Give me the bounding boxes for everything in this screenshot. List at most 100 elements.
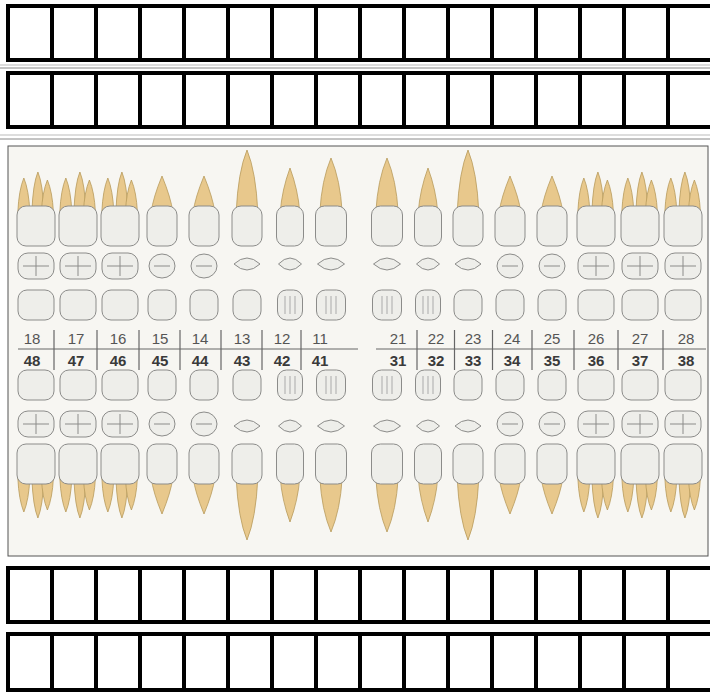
chart-cell (360, 568, 404, 622)
lingual-view (665, 290, 701, 320)
tooth (316, 158, 347, 320)
lingual-view (102, 290, 138, 320)
occlusal-view (497, 254, 523, 278)
tooth-root (280, 168, 299, 212)
lingual-view (60, 370, 96, 400)
occlusal-groove (196, 424, 212, 425)
tooth (495, 176, 525, 320)
occlusal-groove (502, 266, 518, 267)
chart-cell (184, 73, 228, 127)
occlusal-groove (583, 414, 609, 434)
occlusal-groove (107, 414, 133, 434)
tooth-crown (101, 206, 139, 246)
occlusal-groove (670, 256, 696, 276)
occlusal-view (234, 258, 260, 270)
occlusal-view (102, 411, 138, 437)
tooth-root (418, 168, 437, 212)
tooth-number: 13 (234, 330, 251, 348)
number-separator (220, 330, 221, 370)
lingual-view (148, 370, 176, 400)
chart-cell (624, 73, 668, 127)
box-row (8, 568, 710, 622)
tooth-crown (147, 206, 177, 246)
number-separator (179, 330, 180, 370)
chart-cell (448, 73, 492, 127)
lingual-view (190, 370, 218, 400)
occlusal-view (374, 420, 401, 432)
chart-cell (536, 73, 580, 127)
tooth-crown (453, 206, 483, 246)
tooth-number: 25 (544, 330, 561, 348)
lingual-view (278, 290, 303, 320)
chart-cell (492, 6, 536, 60)
tooth (189, 370, 219, 514)
box-row (8, 6, 710, 60)
chart-cell (360, 634, 404, 690)
chart-cell (228, 634, 272, 690)
occlusal-view (665, 253, 701, 279)
chart-cell (360, 73, 404, 127)
occlusal-groove (154, 424, 170, 425)
lingual-ridge (285, 296, 295, 314)
tooth-crown (495, 206, 525, 246)
tooth (664, 172, 702, 320)
chart-cell (184, 568, 228, 622)
chart-cell (492, 73, 536, 127)
tooth-crown (577, 444, 615, 484)
tooth-number: 18 (24, 330, 41, 348)
occlusal-view (665, 411, 701, 437)
occlusal-view (497, 412, 523, 436)
chart-cell (580, 634, 624, 690)
tooth (621, 172, 659, 320)
tooth-number: 45 (152, 352, 169, 370)
tooth-number: 33 (465, 352, 482, 370)
tooth-number: 12 (274, 330, 291, 348)
tooth-number: 27 (632, 330, 649, 348)
tooth-crown (17, 444, 55, 484)
chart-cell (184, 6, 228, 60)
tooth-number: 21 (390, 330, 407, 348)
chart-cell (580, 568, 624, 622)
lingual-ridge (382, 296, 392, 314)
tooth (277, 168, 304, 320)
tooth-number: 34 (504, 352, 521, 370)
lingual-view (102, 370, 138, 400)
lingual-view (60, 290, 96, 320)
occlusal-view (149, 254, 175, 278)
tooth-crown (189, 206, 219, 246)
occlusal-view (417, 420, 440, 432)
occlusal-groove (65, 414, 91, 434)
tooth (537, 176, 567, 320)
tooth-crown (147, 444, 177, 484)
tooth-crown (59, 206, 97, 246)
occlusal-view (191, 254, 217, 278)
occlusal-groove (670, 414, 696, 434)
tooth (147, 176, 177, 320)
number-separator (617, 330, 618, 370)
number-rule (18, 349, 358, 350)
chart-cell (228, 73, 272, 127)
chart-cell (8, 634, 52, 690)
tooth (101, 172, 139, 320)
tooth-crown (277, 444, 304, 484)
chart-cell (492, 568, 536, 622)
chart-cell (228, 6, 272, 60)
lingual-ridge (285, 376, 295, 394)
tooth-number: 16 (110, 330, 127, 348)
occlusal-view (318, 420, 345, 432)
occlusal-groove (627, 256, 653, 276)
chart-cell (52, 634, 96, 690)
chart-cell (140, 73, 184, 127)
chart-cell (668, 73, 710, 127)
lingual-view (317, 290, 346, 320)
chart-cell (272, 73, 316, 127)
tooth-root (236, 478, 258, 540)
tooth-crown (316, 444, 347, 484)
tooth-number: 15 (152, 330, 169, 348)
occlusal-view (455, 420, 481, 432)
tooth-number: 46 (110, 352, 127, 370)
lingual-ridge (382, 376, 392, 394)
chart-cell (272, 568, 316, 622)
tooth-number: 31 (390, 352, 407, 370)
